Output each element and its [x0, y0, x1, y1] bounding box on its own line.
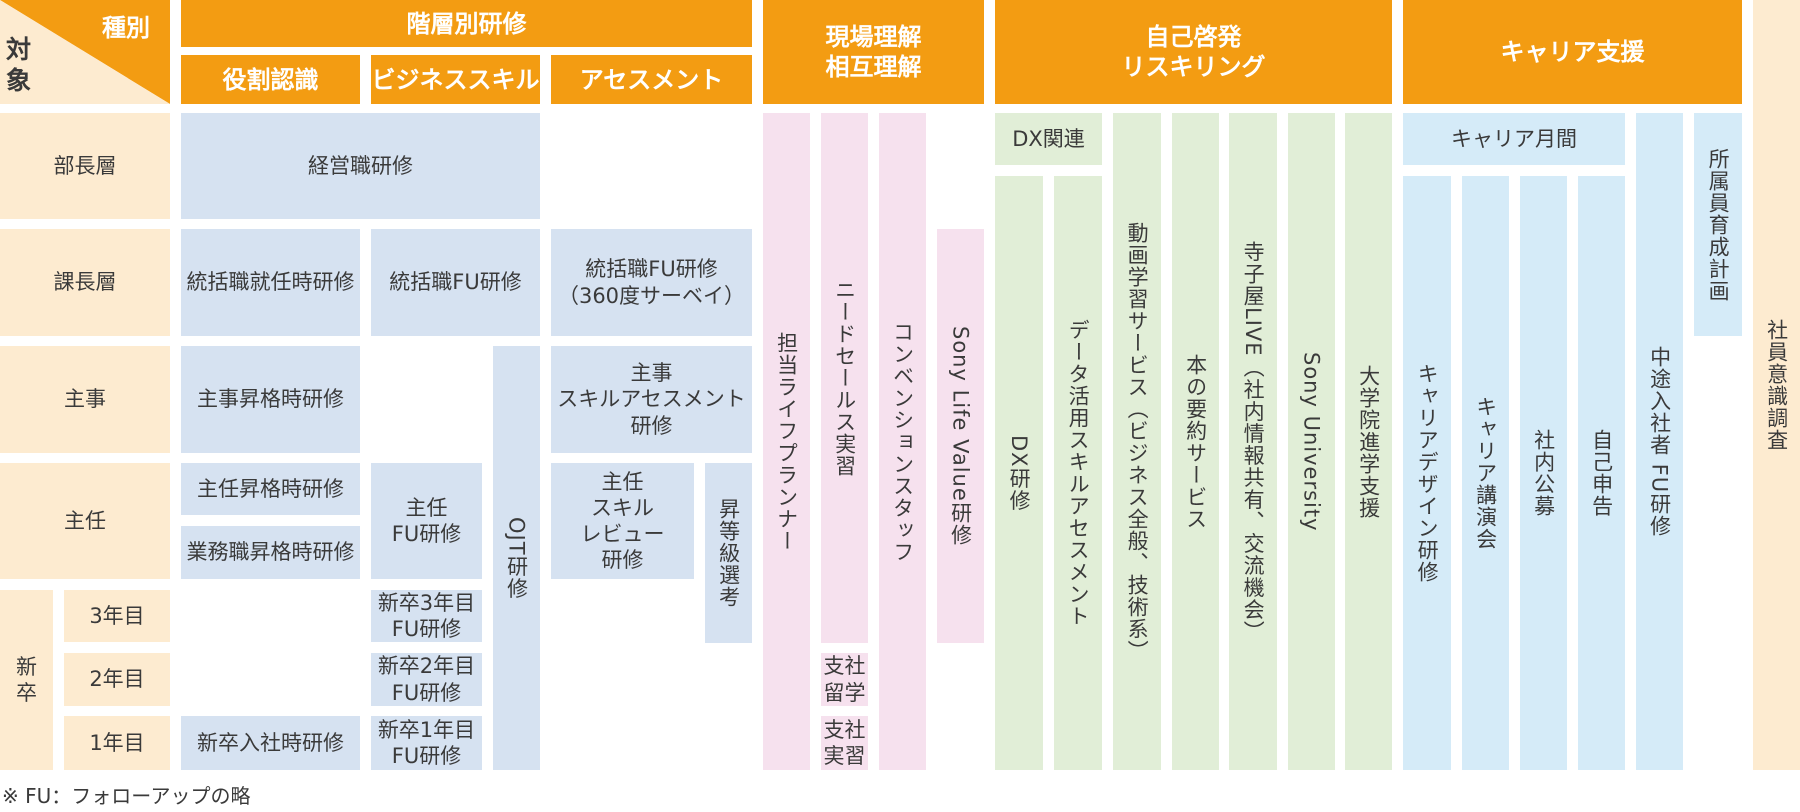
cell-hon-yoyaku: 本の要約サービス	[1172, 113, 1219, 770]
cell-sony-university: Sony University	[1288, 113, 1335, 770]
cell-shunin-review: 主任 スキル レビュー 研修	[551, 463, 694, 579]
cell-shisha-jisshu: 支社 実習	[821, 716, 868, 770]
cell-jiko-shinkoku: 自己申告	[1578, 176, 1625, 770]
cell-douga-gakushu: 動画学習サービス（ビジネス全般、技術系）	[1113, 113, 1161, 770]
row-label-3nenme: 3年目	[64, 590, 170, 642]
row-label-shunin: 主任	[0, 463, 170, 579]
cell-shunin-shokaku: 主任昇格時研修	[181, 463, 360, 515]
cell-career-gekkan: キャリア月間	[1403, 113, 1625, 165]
footnote: ※ FU：フォローアップの略	[2, 784, 251, 808]
cell-keiei-kenshu: 経営職研修	[181, 113, 540, 219]
row-label-bucho: 部長層	[0, 113, 170, 219]
row-label-shuji: 主事	[0, 346, 170, 453]
header-assessment: アセスメント	[551, 55, 752, 104]
cell-tanto-lifeplanner: 担当ライフプランナー	[763, 113, 810, 770]
cell-career-design: キャリアデザイン研修	[1403, 176, 1451, 770]
row-label-2nenme: 2年目	[64, 653, 170, 706]
cell-tokatsu-360: 統括職FU研修 （360度サーベイ）	[551, 229, 752, 336]
cell-shinsotsu-1nen-fu: 新卒1年目 FU研修	[371, 716, 482, 770]
cell-daigakuin: 大学院進学支援	[1345, 113, 1392, 770]
header-genba: 現場理解 相互理解	[763, 0, 984, 104]
cell-gyomu-shokaku: 業務職昇格時研修	[181, 526, 360, 579]
cell-shinsotsu-nyusha: 新卒入社時研修	[181, 716, 360, 770]
cell-ojt-kenshu: OJT研修	[493, 346, 540, 770]
cell-shuji-assessment: 主事 スキルアセスメント 研修	[551, 346, 752, 453]
cell-tokatsu-fu: 統括職FU研修	[371, 229, 540, 336]
header-yakuwari: 役割認識	[181, 55, 360, 104]
header-business: ビジネススキル	[371, 55, 540, 104]
header-kaiso: 階層別研修	[181, 0, 752, 47]
row-label-1nenme: 1年目	[64, 716, 170, 770]
cell-career-koenkai: キャリア講演会	[1462, 176, 1509, 770]
row-label-shinsotsu: 新 卒	[0, 590, 53, 770]
cell-chuto-fu: 中途入社者 FU研修	[1636, 113, 1683, 770]
header-career: キャリア支援	[1403, 0, 1742, 104]
cell-dx-kenshu: DX研修	[995, 176, 1043, 770]
corner-type-label: 種別	[102, 14, 150, 42]
corner-target-label: 対 象	[6, 35, 32, 96]
cell-shanai-kobo: 社内公募	[1520, 176, 1567, 770]
cell-tokatsu-shunin: 統括職就任時研修	[181, 229, 360, 336]
cell-shozoku-ikusei: 所属員育成計画	[1694, 113, 1742, 336]
cell-shuji-shokaku: 主事昇格時研修	[181, 346, 360, 453]
cell-need-sales: ニードセールス実習	[821, 113, 868, 643]
cell-shotokyu-senko: 昇等級選考	[705, 463, 752, 643]
corner-diagonal	[0, 0, 170, 104]
cell-shunin-fu: 主任 FU研修	[371, 463, 482, 579]
cell-data-katsuyo: データ活用スキルアセスメント	[1054, 176, 1102, 770]
cell-dx-kanren: DX関連	[995, 113, 1102, 165]
cell-shinsotsu-2nen-fu: 新卒2年目 FU研修	[371, 653, 482, 706]
cell-terakoya-live: 寺子屋LIVE（社内情報共有、交流機会）	[1229, 113, 1277, 770]
row-label-kacho: 課長層	[0, 229, 170, 336]
cell-shinsotsu-3nen-fu: 新卒3年目 FU研修	[371, 590, 482, 642]
cell-shain-ishiki: 社員意識調査	[1753, 0, 1800, 770]
cell-convention-staff: コンベンションスタッフ	[879, 113, 926, 770]
header-jiko: 自己啓発 リスキリング	[995, 0, 1392, 104]
cell-sony-life-value: Sony Life Value研修	[937, 229, 984, 643]
cell-shisha-ryugaku: 支社 留学	[821, 653, 868, 706]
